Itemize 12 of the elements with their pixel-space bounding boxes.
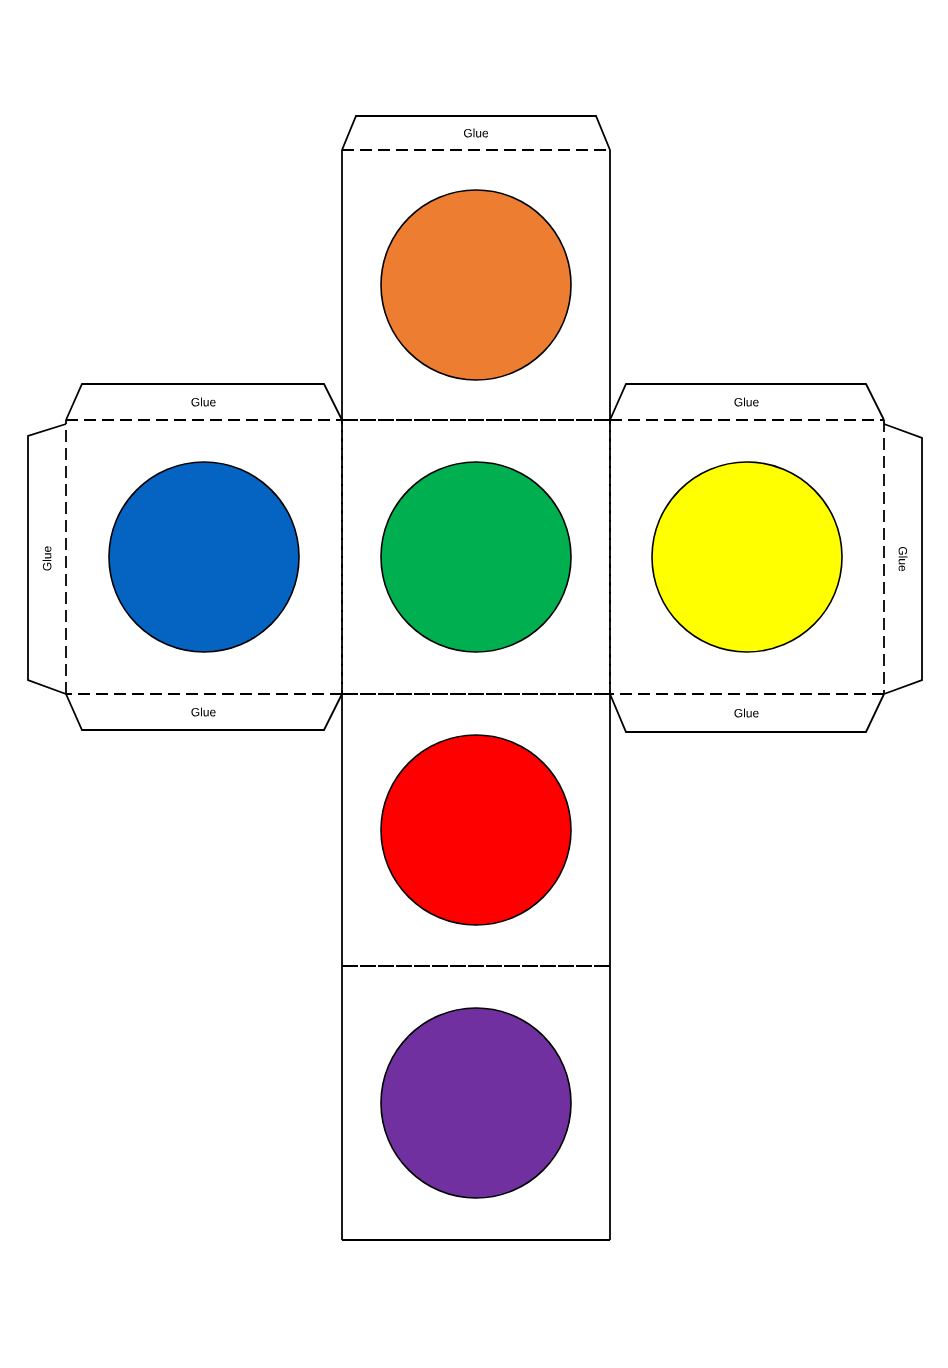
dice-face — [341, 419, 611, 695]
colored-dot — [651, 461, 843, 653]
dice-face — [341, 693, 611, 967]
colored-dot — [380, 1007, 572, 1199]
colored-dot — [380, 461, 572, 653]
dice-face — [609, 419, 885, 695]
colored-dot — [108, 461, 300, 653]
colored-dot — [380, 189, 572, 381]
dice-face — [341, 965, 611, 1241]
dice-face — [65, 419, 343, 695]
colored-dot — [380, 734, 572, 926]
dice-face — [341, 149, 611, 421]
